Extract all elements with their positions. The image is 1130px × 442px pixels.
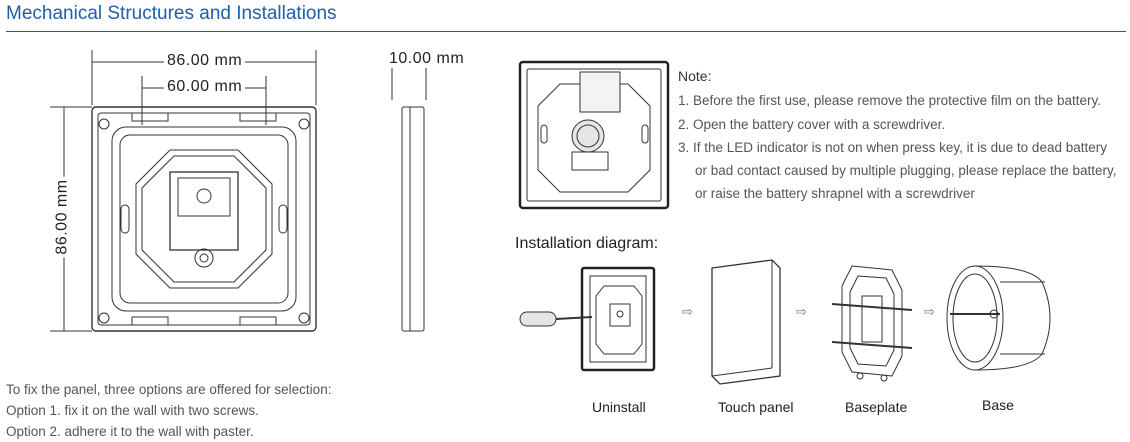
note-line-2: 2. Open the battery cover with a screwdr… <box>678 117 946 132</box>
page-title: Mechanical Structures and Installations <box>6 3 337 24</box>
title-divider <box>6 31 1126 32</box>
step-arrow-3: ⇨ <box>924 304 935 319</box>
caption-base: Base <box>982 397 1014 413</box>
dim-height: 86.00 mm <box>53 176 72 258</box>
fixing-option-1: Option 1. fix it on the wall with two sc… <box>6 403 259 418</box>
step-arrow-2: ⇨ <box>796 304 807 319</box>
dim-thickness: 10.00 mm <box>386 50 468 68</box>
note-line-1: 1. Before the first use, please remove t… <box>678 93 1101 108</box>
caption-touch-panel: Touch panel <box>718 399 794 415</box>
note-line-5: or raise the battery shrapnel with a scr… <box>695 186 975 201</box>
note-line-4: or bad contact caused by multiple pluggi… <box>695 163 1117 178</box>
note-line-3: 3. If the LED indicator is not on when p… <box>678 140 1107 155</box>
step-arrow-1: ⇨ <box>682 304 693 319</box>
dim-width-outer: 86.00 mm <box>164 52 246 70</box>
fixing-intro: To fix the panel, three options are offe… <box>6 382 332 397</box>
dim-width-inner: 60.00 mm <box>164 78 246 96</box>
fixing-option-2: Option 2. adhere it to the wall with pas… <box>6 424 254 439</box>
note-title: Note: <box>678 68 712 84</box>
installation-title: Installation diagram: <box>515 235 659 252</box>
caption-uninstall: Uninstall <box>592 399 646 415</box>
caption-baseplate: Baseplate <box>845 399 908 415</box>
